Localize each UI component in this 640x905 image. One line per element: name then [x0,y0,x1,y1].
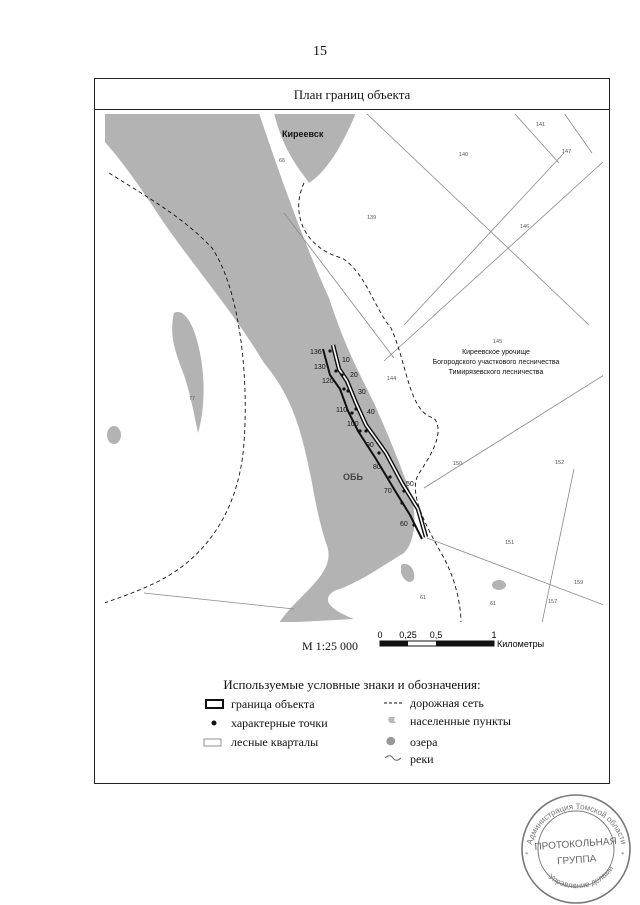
legend-item-boundary: граница объекта [231,697,315,711]
legend-item-quarters: лесные кварталы [231,735,319,749]
svg-text:*: * [621,851,625,859]
settlement-label: Киреевск [282,129,324,139]
point-label: 30 [358,389,366,396]
point-label: 70 [384,488,392,495]
svg-text:ПРОТОКОЛЬНАЯ: ПРОТОКОЛЬНАЯ [534,836,617,853]
quarter-label: 152 [555,460,564,466]
legend-item-settlements: населенные пункты [410,714,511,728]
quarter-label: 144 [387,376,396,382]
quarter-label: 139 [367,215,376,221]
quarter-label: 146 [520,224,529,230]
svg-text:Управление делами: Управление делами [547,864,616,890]
forest-label-line3: Тимирязевского лесничества [449,369,544,376]
boundary-legend-icon [205,699,224,709]
frame-title: План границ объекта [95,79,609,110]
legend-item-roads: дорожная сеть [410,696,484,710]
river-inlet [274,113,356,183]
road-legend-icon [384,702,404,704]
svg-text:ГРУППА: ГРУППА [557,854,597,868]
point-label: 120 [322,378,334,385]
official-stamp: Администрация Томской области Управление… [521,794,631,904]
river-label: ОБЬ [343,472,363,482]
scale-ratio: М 1:25 000 [302,639,359,653]
point-label: 100 [347,421,359,428]
quarter-label: 61 [490,601,496,607]
lake [401,563,415,582]
point-label: 80 [373,464,381,471]
point-label: 40 [367,409,375,416]
scale-tick: 0,5 [430,630,443,640]
lake [107,426,121,444]
river-ob [104,113,415,623]
quarter-label: 77 [189,396,195,402]
point-legend-icon [211,720,217,726]
scale-tick: 0,25 [399,630,417,640]
svg-text:*: * [525,851,529,859]
forest-label-line2: Богородского участкового лесничества [433,359,560,366]
settlement-legend-icon [388,717,396,723]
legend-item-points: характерные точки [231,716,328,730]
river-legend-icon [384,755,402,761]
quarter-label: 157 [548,599,557,605]
quarter-legend-icon [203,738,222,747]
point-label: 50 [406,481,414,488]
point-label: 130 [314,364,326,371]
lake-legend-icon [386,736,396,746]
lake [492,580,506,590]
legend-title: Используемые условные знаки и обозначени… [223,677,481,692]
point-label: 20 [350,372,358,379]
quarter-label: 140 [459,152,468,158]
forest-quarter-lines [143,113,604,623]
quarter-label: 150 [453,461,462,467]
legend-item-lakes: озера [410,735,438,749]
quarter-label: 147 [562,149,571,155]
forest-label-line1: Киреевское урочище [462,349,530,356]
scale-graphic: 0 0,25 0,5 1 Километры [377,630,544,649]
scale-bar: М 1:25 000 0 0,25 0,5 1 Километры [95,627,609,657]
quarter-label: 159 [574,580,583,586]
point-label: 60 [400,521,408,528]
object-boundary [322,348,423,540]
lake [172,312,204,433]
point-label: 136 [310,349,322,356]
legend-item-rivers: реки [410,752,434,766]
point-label: 110 [336,407,347,414]
page-number: 15 [313,44,327,59]
quarter-label: 145 [493,339,502,345]
road-network [104,172,462,623]
point-label: 90 [366,442,374,449]
characteristic-points [328,349,416,527]
scale-tick: 1 [491,630,496,640]
quarter-label: 151 [505,540,514,546]
scale-tick: 0 [377,630,382,640]
quarter-label: 66 [279,158,285,164]
map: Киреевск ОБЬ Киреевское урочище Богородс… [104,113,604,623]
map-frame: План границ объекта [94,78,610,784]
quarter-label: 141 [536,122,545,128]
scale-unit: Километры [497,639,544,649]
quarter-label: 61 [420,595,426,601]
point-label: 10 [342,357,350,364]
